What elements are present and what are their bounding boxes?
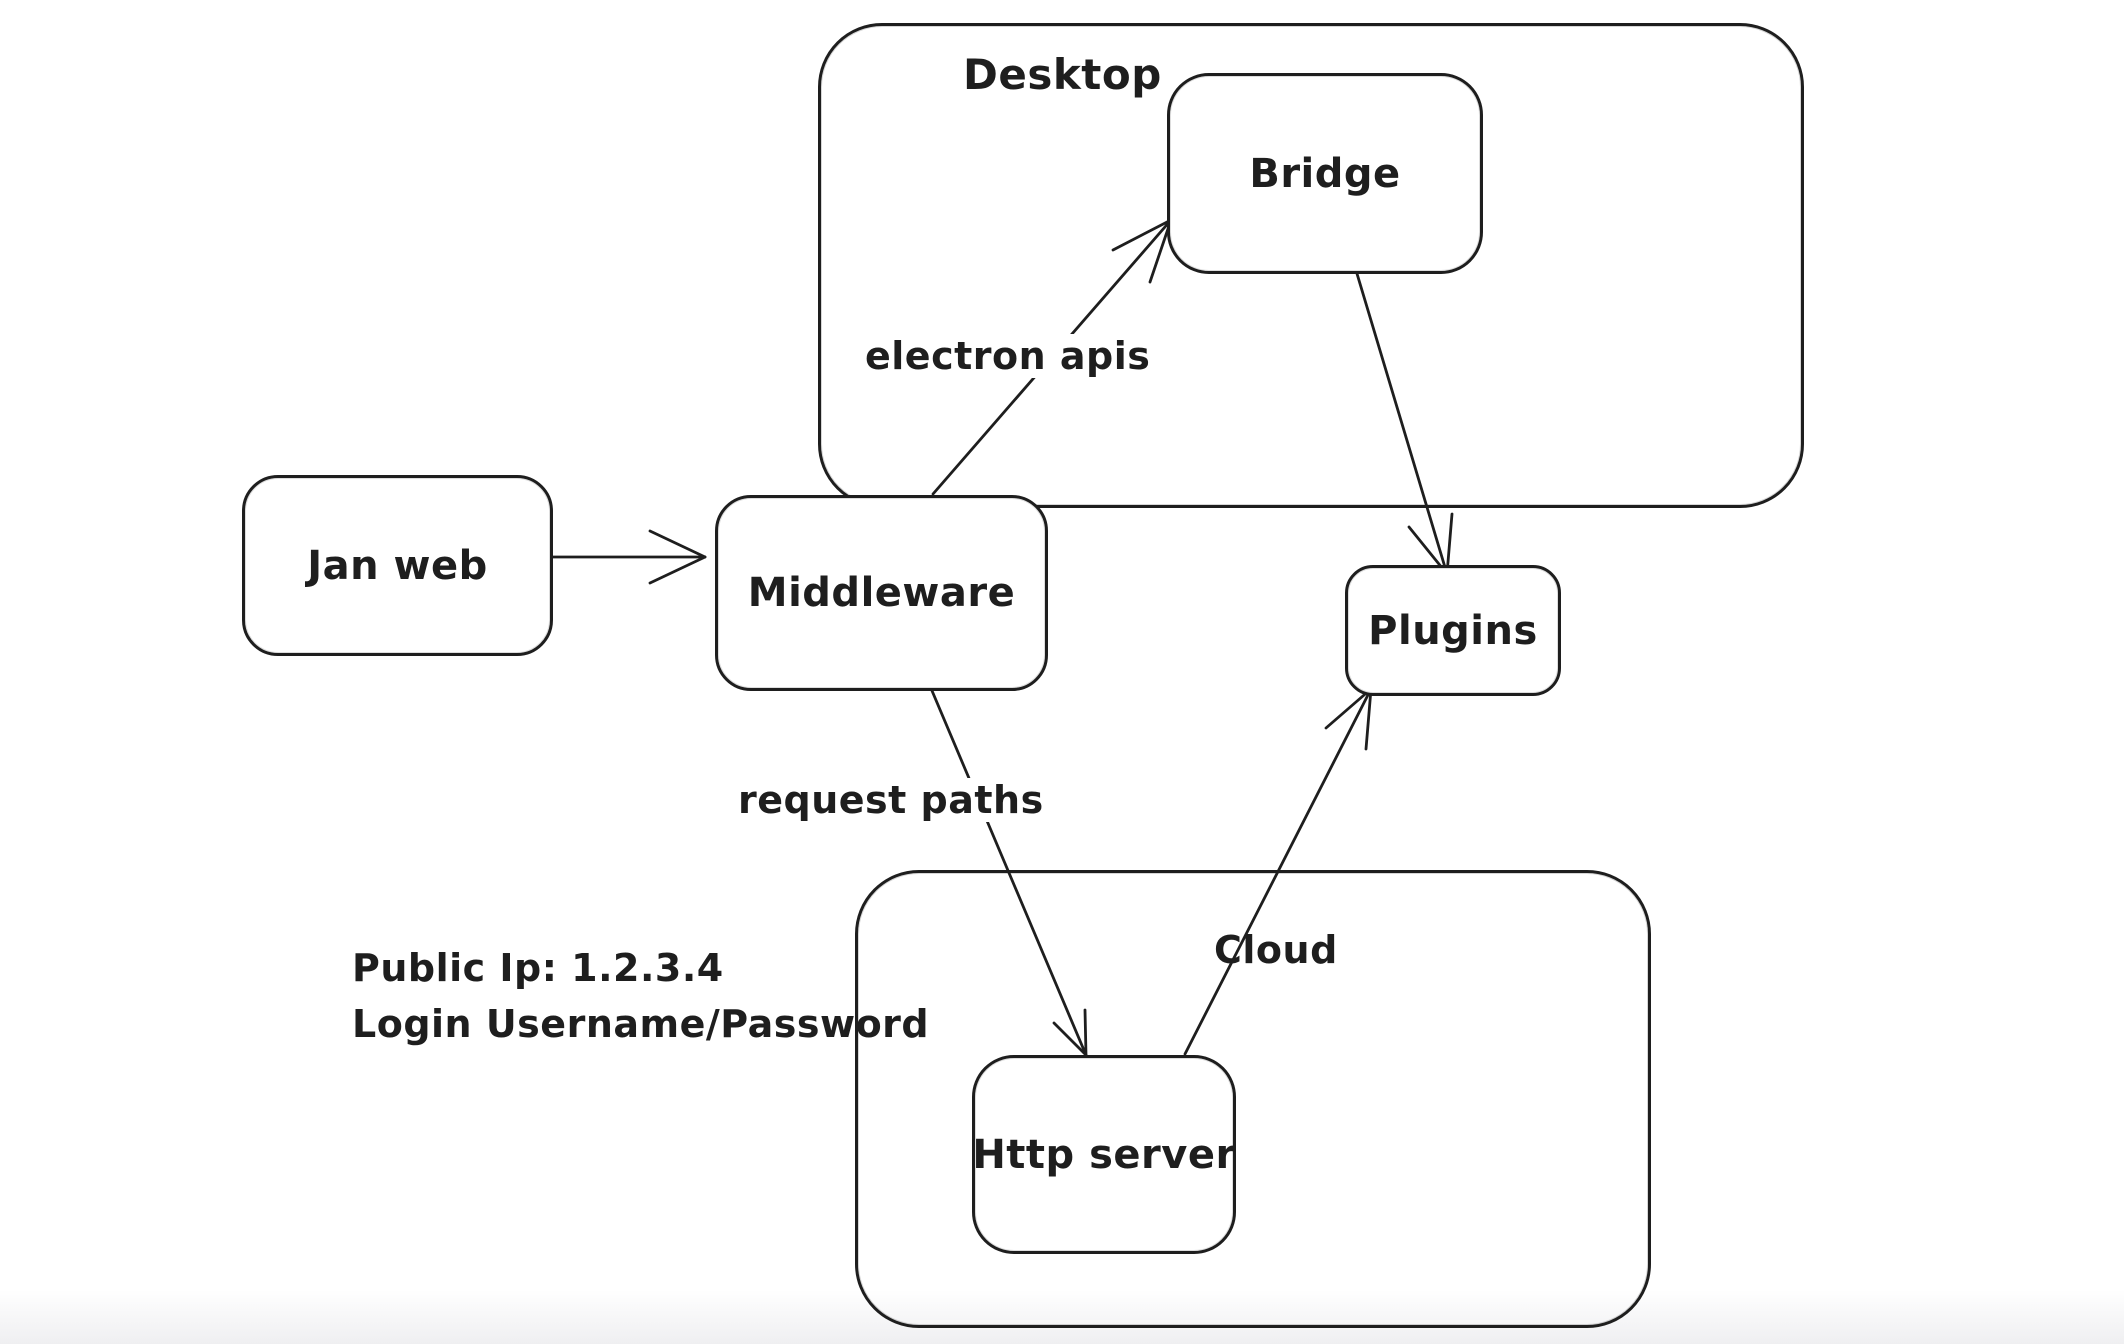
arrow-httpserver-to-plugins[interactable] [1183,687,1373,1056]
cloud-container-label: Cloud [1214,928,1338,972]
public-ip-annotation: Public Ip: 1.2.3.4 [352,946,724,990]
electron-apis-edge-label: electron apis [860,334,1156,378]
cloud-container[interactable] [855,870,1651,1328]
plugins-label: Plugins [1368,607,1538,654]
desktop-container[interactable] [818,23,1804,508]
http-server-node[interactable]: Http server [972,1055,1236,1254]
plugins-node[interactable]: Plugins [1345,565,1561,696]
arrow-janweb-to-middleware[interactable] [545,529,707,585]
arrow-middleware-to-httpserver[interactable] [928,684,1088,1057]
arrow-bridge-to-plugins[interactable] [1353,265,1454,576]
desktop-container-label: Desktop [963,50,1162,99]
jan-web-label: Jan web [307,542,488,589]
http-server-label: Http server [972,1131,1236,1178]
bridge-node[interactable]: Bridge [1167,73,1483,274]
login-annotation: Login Username/Password [352,1002,930,1046]
middleware-node[interactable]: Middleware [715,495,1048,691]
middleware-label: Middleware [747,570,1016,616]
bottom-fade-strip [0,1290,2124,1344]
jan-web-node[interactable]: Jan web [242,475,553,656]
bridge-label: Bridge [1249,150,1401,197]
request-paths-edge-label: request paths [733,778,1049,822]
